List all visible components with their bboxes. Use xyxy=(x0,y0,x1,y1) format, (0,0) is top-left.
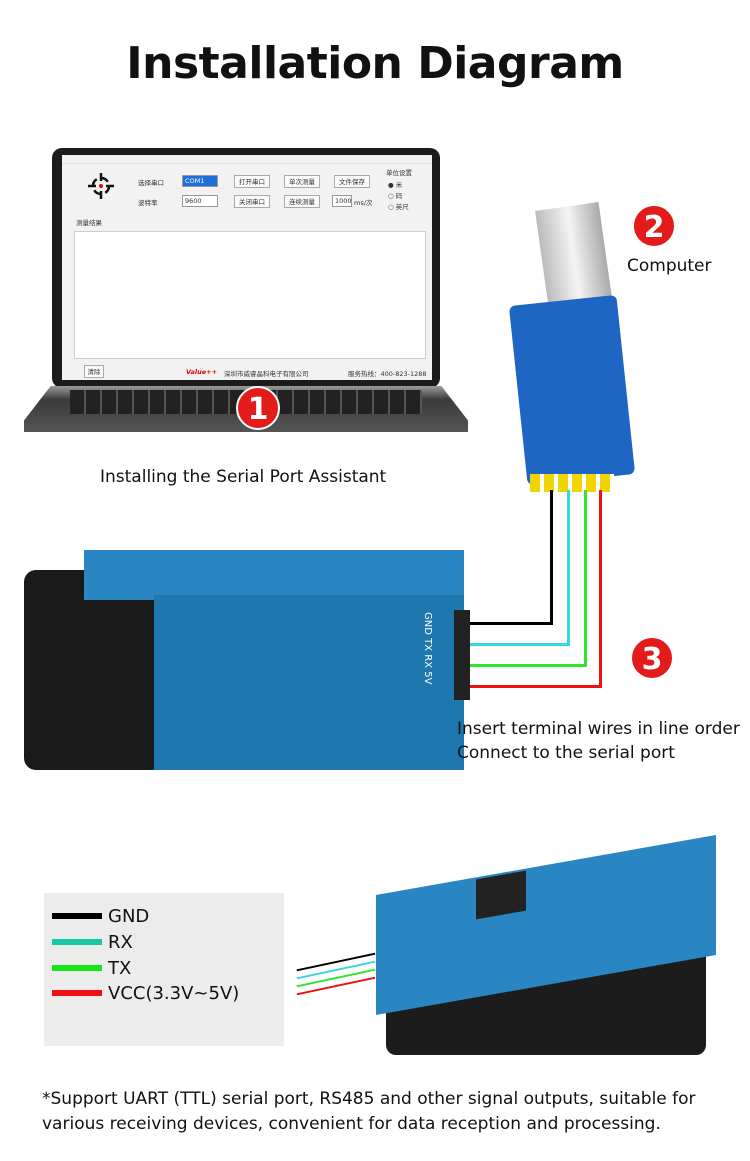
tx-swatch xyxy=(52,965,102,971)
open-port-button[interactable]: 打开串口 xyxy=(234,175,270,188)
unit-radio-yard[interactable]: ○ 码 xyxy=(388,192,403,200)
pin-rx: RX xyxy=(422,654,433,669)
company-name: 深圳市威睿晶科电子有限公司 xyxy=(224,370,309,378)
serial-assistant-window: 选择串口 COM1 打开串口 单次测量 文件保存 波特率 9600 关闭串口 连… xyxy=(62,155,432,380)
close-port-button[interactable]: 关闭串口 xyxy=(234,195,270,208)
vcc-wire xyxy=(470,685,602,688)
legend-rx: RX xyxy=(108,932,133,953)
interval-unit: ms/次 xyxy=(354,199,373,207)
crosshair-logo-icon xyxy=(88,173,114,199)
step-2-caption: Computer xyxy=(627,256,712,276)
wire-legend: GND RX TX VCC(3.3V~5V) xyxy=(44,893,284,1046)
unit-radio-feet[interactable]: ○ 英尺 xyxy=(388,203,409,211)
step-1-caption: Installing the Serial Port Assistant xyxy=(100,467,387,487)
adapter-pin-header xyxy=(530,474,614,492)
laser-module-3d xyxy=(296,835,726,1065)
tx-wire xyxy=(470,643,570,646)
pin-tx: TX xyxy=(422,638,433,652)
step-3-badge: 3 xyxy=(630,636,674,680)
rx-wire xyxy=(470,664,587,667)
continuous-measure-button[interactable]: 连续测量 xyxy=(284,195,320,208)
results-label: 测量结果 xyxy=(76,219,102,227)
vcc-swatch xyxy=(52,990,102,996)
gnd-wire xyxy=(550,490,553,624)
footnote: *Support UART (TTL) serial port, RS485 a… xyxy=(42,1089,696,1134)
single-measure-button[interactable]: 单次测量 xyxy=(284,175,320,188)
rx-wire xyxy=(584,490,587,666)
clear-button[interactable]: 清除 xyxy=(84,365,104,378)
title-bar xyxy=(62,155,432,164)
step-1-badge: 1 xyxy=(236,386,280,430)
interval-input[interactable]: 1000 xyxy=(332,195,352,207)
gnd-wire xyxy=(470,622,553,625)
rx-swatch xyxy=(52,939,102,945)
baud-label: 波特率 xyxy=(138,199,158,207)
usb-ttl-adapter xyxy=(508,294,636,486)
hotline: 服务热线：400-823-1288 xyxy=(348,370,427,378)
laser-module-side: GND TX RX 5V xyxy=(24,540,470,772)
legend-gnd: GND xyxy=(108,906,150,927)
unit-label: 码 xyxy=(395,192,403,200)
pin-gnd: GND xyxy=(422,612,433,635)
unit-group-label: 单位设置 xyxy=(386,169,412,177)
module-pin-labels: GND TX RX 5V xyxy=(422,612,433,684)
port-select[interactable]: COM1 xyxy=(182,175,218,187)
gnd-swatch xyxy=(52,913,102,919)
legend-vcc: VCC(3.3V~5V) xyxy=(108,983,240,1004)
unit-radio-meter[interactable]: ● 米 xyxy=(388,181,403,189)
unit-label: 英尺 xyxy=(395,203,409,211)
tx-wire xyxy=(567,490,570,645)
save-file-button[interactable]: 文件保存 xyxy=(334,175,370,188)
legend-tx: TX xyxy=(108,958,132,979)
brand-logo: Value++ xyxy=(186,368,218,376)
vcc-wire xyxy=(599,490,602,687)
results-textarea[interactable] xyxy=(74,231,426,359)
pin-5v: 5V xyxy=(422,671,433,685)
baud-select[interactable]: 9600 xyxy=(182,195,218,207)
select-port-label: 选择串口 xyxy=(138,179,164,187)
step-3-caption-line1: Insert terminal wires in line order xyxy=(457,719,740,739)
page-title: Installation Diagram xyxy=(126,38,624,89)
unit-label: 米 xyxy=(395,181,403,189)
step-2-badge: 2 xyxy=(632,204,676,248)
step-3-caption-line2: Connect to the serial port xyxy=(457,743,675,763)
